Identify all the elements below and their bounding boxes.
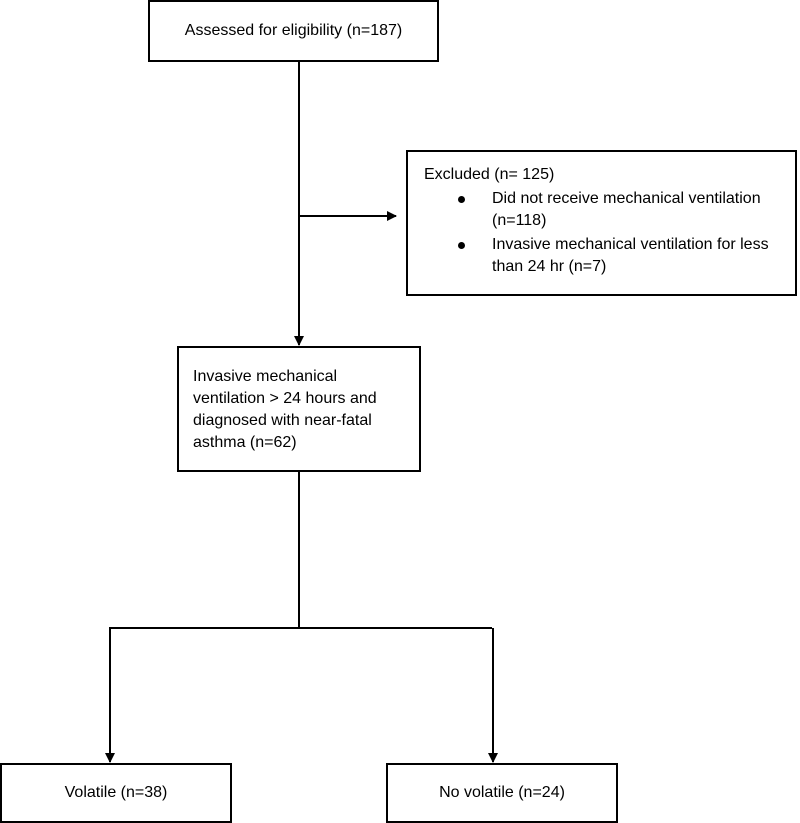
excluded-reason-item: Invasive mechanical ventilation for less… [458, 234, 781, 278]
excluded-reasons-list: Did not receive mechanical ventilation (… [424, 188, 781, 278]
no-volatile-group-label: No volatile (n=24) [439, 784, 565, 801]
excluded-title: Excluded (n= 125) [424, 166, 555, 183]
excluded-reason-text: Did not receive mechanical ventilation (… [492, 190, 761, 229]
volatile-group-label: Volatile (n=38) [64, 784, 168, 801]
included-label: Invasive mechanical ventilation > 24 hou… [193, 368, 377, 451]
assessed-box: Assessed for eligibility (n=187) [148, 0, 439, 62]
volatile-group-box: Volatile (n=38) [0, 763, 232, 823]
bullet-icon [458, 242, 465, 249]
excluded-reason-item: Did not receive mechanical ventilation (… [458, 188, 781, 232]
bullet-icon [458, 196, 465, 203]
excluded-box: Excluded (n= 125) Did not receive mechan… [406, 150, 797, 296]
no-volatile-group-box: No volatile (n=24) [386, 763, 618, 823]
excluded-reason-text: Invasive mechanical ventilation for less… [492, 236, 769, 275]
included-box: Invasive mechanical ventilation > 24 hou… [177, 346, 421, 472]
assessed-label: Assessed for eligibility (n=187) [184, 22, 403, 39]
